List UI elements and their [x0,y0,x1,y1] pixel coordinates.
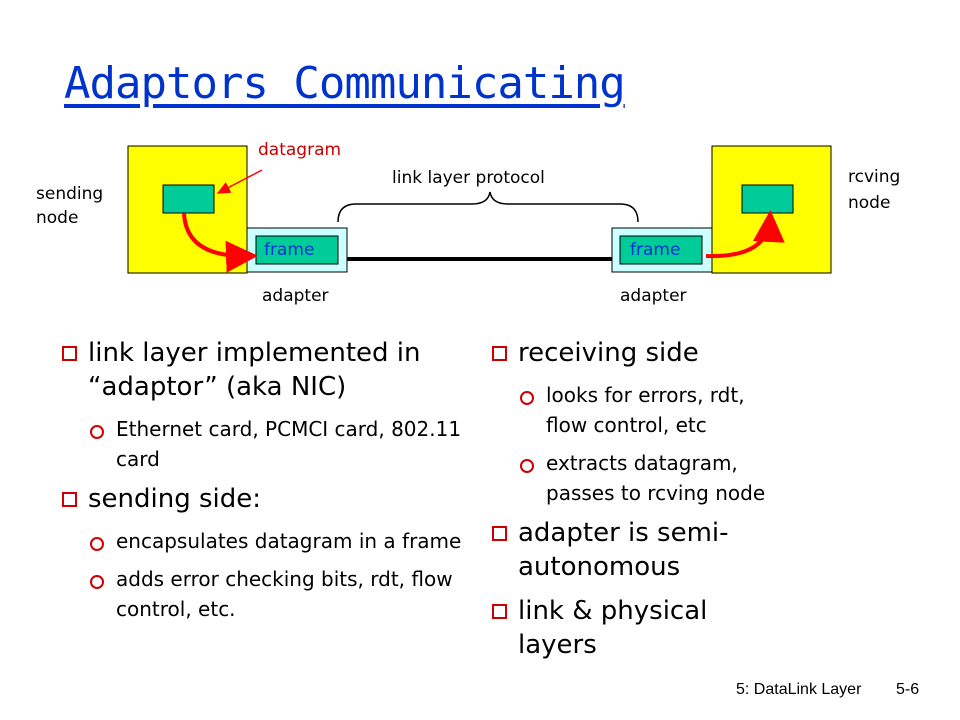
sending-adapter-label: adapter [262,286,329,306]
datagram-pointer-arrow [216,169,263,194]
protocol-label: link layer protocol [392,168,545,188]
receiving-frame-box [619,235,703,265]
decapsulate-arrow [705,210,785,259]
adaptor-diagram [127,145,832,274]
bullet-link-physical: link & physical layers [490,594,780,662]
sub-bullet-extracts-datagram: extracts datagram, passes to rcving node [516,448,780,508]
encapsulate-arrow [182,212,258,273]
sending-frame-label: frame [264,240,315,260]
sending-frame-box [255,235,339,265]
bullet-sending-side: sending side: [60,482,470,516]
footer-page: 5-6 [896,681,920,698]
sending-node-label: sending node [36,184,104,228]
receiving-frame-label: frame [630,240,681,260]
footer-chapter: 5: DataLink Layer [736,681,862,698]
receiving-adapter-label: adapter [620,286,687,306]
bullet-link-layer: link layer implemented in “adaptor” (aka… [60,336,470,404]
sending-datagram-box [162,184,215,214]
bullet-semi-autonomous: adapter is semi-autonomous [490,516,780,584]
receiving-datagram-box [741,184,794,214]
sub-bullet-cards: Ethernet card, PCMCI card, 802.11 card [86,414,470,474]
left-column: link layer implemented in “adaptor” (aka… [60,336,470,632]
sub-bullet-encapsulates: encapsulates datagram in a frame [86,526,470,556]
protocol-brace [337,191,639,223]
slide-title: Adaptors Communicating [64,58,626,109]
bullet-receiving-side: receiving side [490,336,780,370]
sub-bullet-looks-for-errors: looks for errors, rdt, flow control, etc [516,380,780,440]
sub-bullet-error-checking: adds error checking bits, rdt, flow cont… [86,564,470,624]
receiving-node-label: rcving node [848,167,901,213]
right-column: receiving side looks for errors, rdt, fl… [490,336,780,672]
datagram-label: datagram [258,140,342,160]
